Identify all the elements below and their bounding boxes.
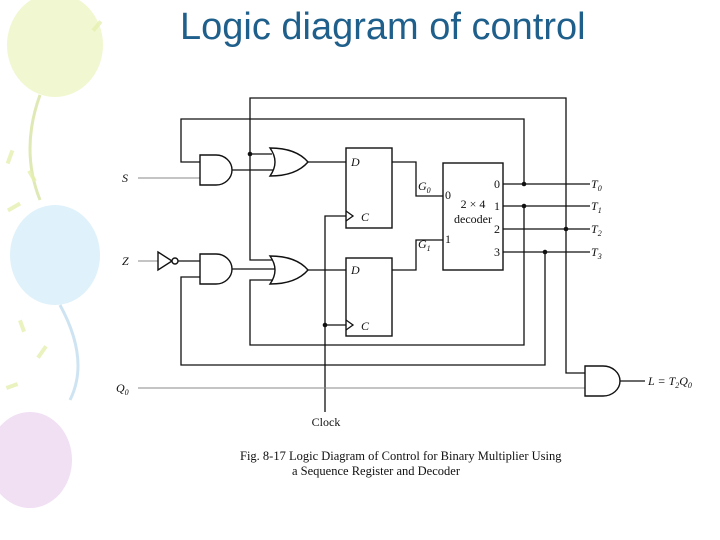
and-gate-top bbox=[199, 154, 233, 186]
decoder-g0-label: G0 bbox=[418, 179, 431, 195]
clock-label: Clock bbox=[312, 415, 341, 429]
wires bbox=[138, 97, 645, 412]
flip-flop-top bbox=[345, 147, 393, 229]
input-z-label: Z bbox=[122, 254, 129, 268]
input-q0-label: Q0 bbox=[116, 381, 129, 397]
ff-bottom-d-label: D bbox=[350, 263, 360, 277]
junction-dots bbox=[247, 151, 569, 328]
or-gate-top bbox=[268, 147, 309, 177]
decoder-out3-label: 3 bbox=[494, 245, 500, 259]
flip-flop-bottom bbox=[345, 257, 393, 337]
page-title: Logic diagram of control bbox=[180, 6, 586, 48]
output-t2-label: T2 bbox=[591, 222, 602, 238]
decoder-out1-label: 1 bbox=[494, 199, 500, 213]
ff-bottom-c-label: C bbox=[361, 319, 370, 333]
and-gate-load bbox=[584, 365, 621, 397]
inverter bbox=[157, 250, 174, 272]
clock-triangle-top bbox=[345, 210, 355, 222]
decoder-in1-label: 1 bbox=[445, 232, 451, 246]
decoder-block bbox=[442, 162, 504, 271]
balloon-decoration bbox=[0, 0, 103, 508]
or-gate-bottom bbox=[268, 255, 309, 285]
decoder-out2-label: 2 bbox=[494, 222, 500, 236]
caption-line-2: a Sequence Register and Decoder bbox=[292, 464, 460, 478]
decoder-name-label: decoder bbox=[454, 212, 492, 226]
ff-top-d-label: D bbox=[350, 155, 360, 169]
caption-line-1: Fig. 8-17 Logic Diagram of Control for B… bbox=[240, 449, 562, 463]
output-t1-label: T1 bbox=[591, 199, 602, 215]
decoder-size-label: 2 × 4 bbox=[461, 197, 486, 211]
output-t0-label: T0 bbox=[591, 177, 602, 193]
output-t3-label: T3 bbox=[591, 245, 602, 261]
decoder-in0-label: 0 bbox=[445, 188, 451, 202]
load-output-label: L = T2Q0 bbox=[647, 374, 692, 390]
figure-caption: Fig. 8-17 Logic Diagram of Control for B… bbox=[240, 449, 561, 479]
decoder-g1-label: G1 bbox=[418, 237, 431, 253]
input-s-label: S bbox=[122, 171, 128, 185]
ff-top-c-label: C bbox=[361, 210, 370, 224]
inverter-bubble bbox=[171, 257, 179, 265]
decoder-out0-label: 0 bbox=[494, 177, 500, 191]
and-gate-bottom bbox=[199, 253, 233, 285]
clock-triangle-bottom bbox=[345, 319, 355, 331]
